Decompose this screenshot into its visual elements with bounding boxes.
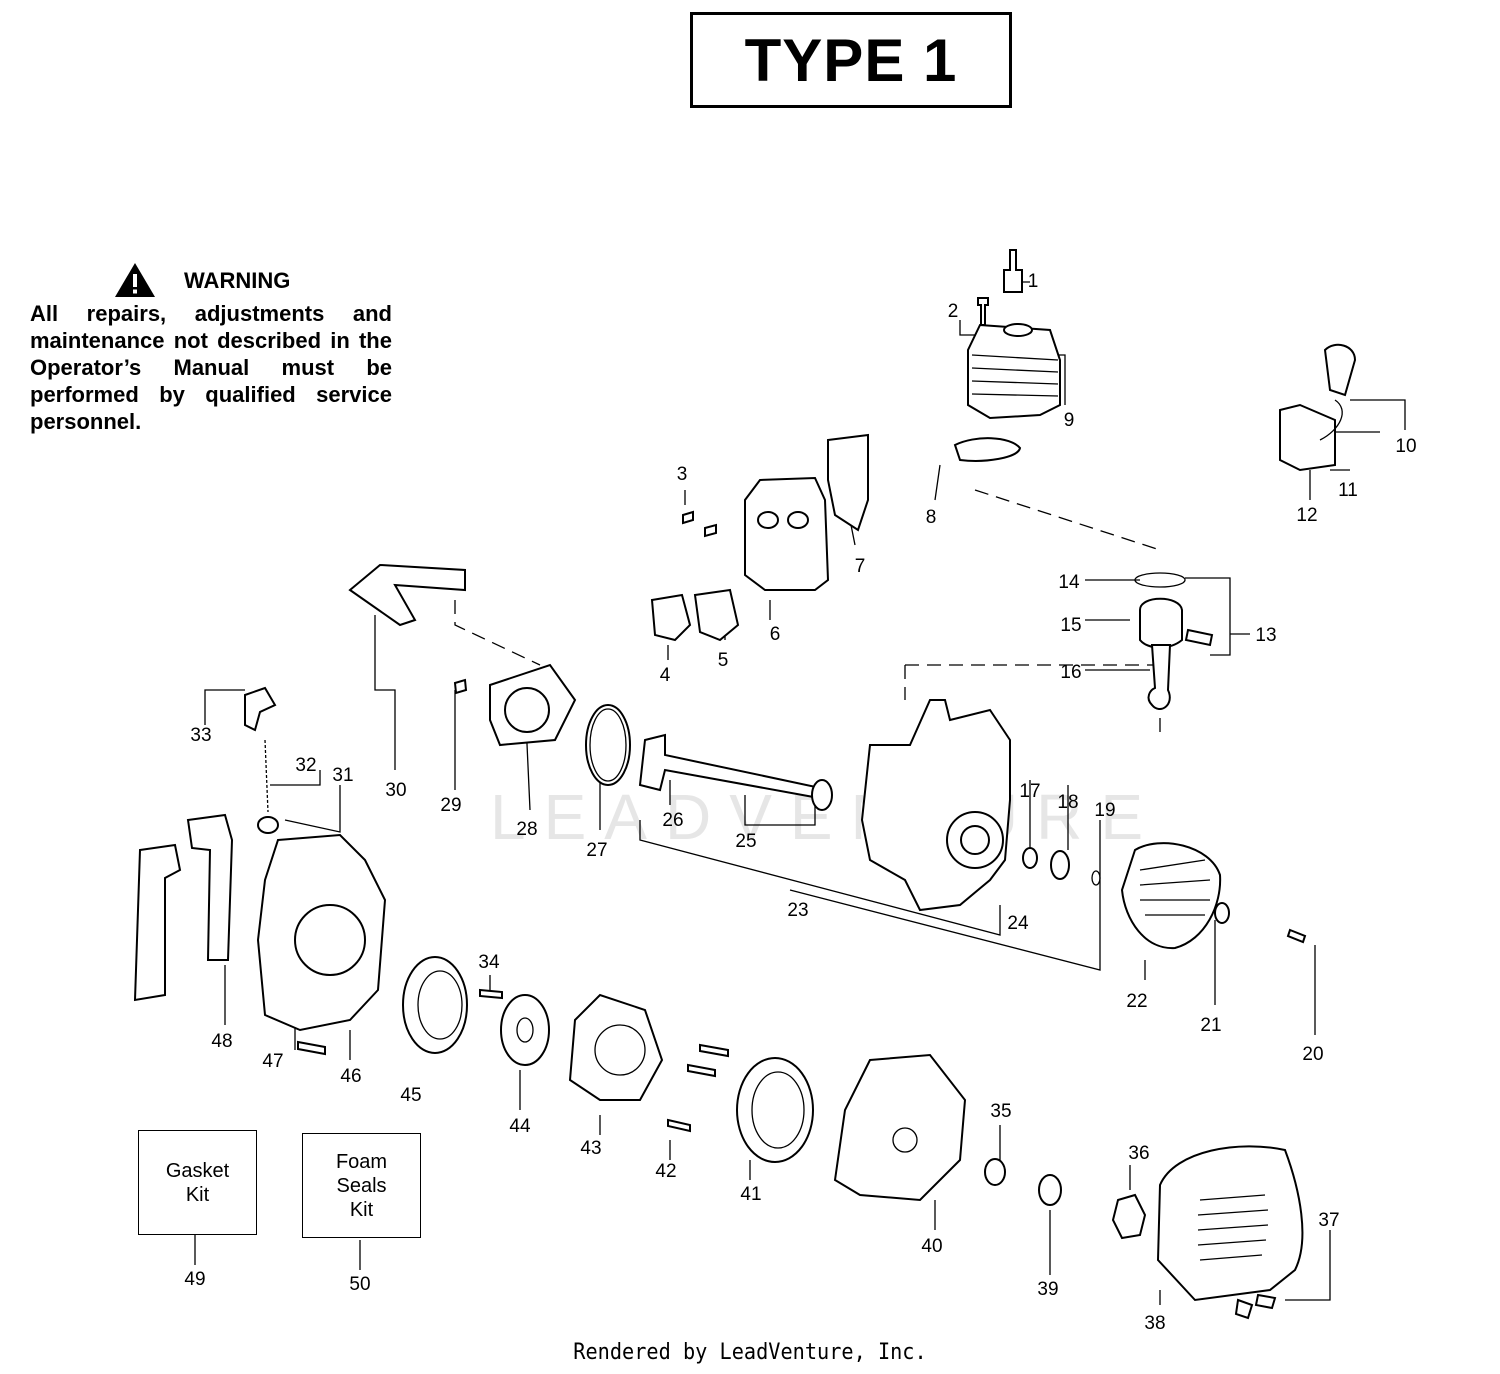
callout-43: 43 <box>580 1138 601 1159</box>
callout-10: 10 <box>1395 436 1416 457</box>
leader-lines <box>194 281 1406 1305</box>
callout-12: 12 <box>1296 505 1317 526</box>
callout-11: 11 <box>1338 480 1358 501</box>
callout-28: 28 <box>516 819 537 840</box>
callout-29: 29 <box>440 795 461 816</box>
cylinder-gasket-part <box>953 437 1022 462</box>
flywheel-part <box>1120 842 1222 950</box>
starter-pulley-part <box>402 956 468 1054</box>
callout-40: 40 <box>921 1236 942 1257</box>
warning-heading: WARNING <box>184 267 291 293</box>
piston-part <box>1139 597 1183 649</box>
seal-part <box>1050 850 1070 880</box>
callout-6: 6 <box>770 624 781 645</box>
callout-47: 47 <box>262 1051 283 1072</box>
callout-3: 3 <box>677 464 688 485</box>
part-shapes <box>133 249 1357 1320</box>
gasket-kit-box: Gasket Kit <box>138 1130 257 1235</box>
warning-block: WARNING All repairs, adjustments and mai… <box>30 262 392 435</box>
kit-number-0: 49 <box>184 1269 205 1290</box>
callout-17: 17 <box>1019 781 1040 802</box>
warning-text: All repairs, adjustments and maintenance… <box>30 301 392 434</box>
washer-part <box>500 994 550 1066</box>
callout-30: 30 <box>385 780 406 801</box>
callout-26: 26 <box>662 810 683 831</box>
callout-44: 44 <box>509 1116 531 1137</box>
callout-33: 33 <box>190 725 211 746</box>
o-ring-part <box>585 704 631 786</box>
callout-38: 38 <box>1144 1313 1165 1334</box>
callout-39: 39 <box>1037 1279 1058 1300</box>
callout-2: 2 <box>948 301 959 322</box>
callout-41: 41 <box>740 1184 761 1205</box>
callout-35: 35 <box>990 1101 1011 1122</box>
callout-18: 18 <box>1057 792 1078 813</box>
ignition-coil-part <box>1279 403 1336 472</box>
intake-cover-part <box>1156 1145 1304 1302</box>
kit-number-1: 50 <box>349 1274 370 1295</box>
foam-seals-kit-box: Foam Seals Kit <box>302 1133 421 1238</box>
callout-27: 27 <box>586 840 607 861</box>
connecting-rod-part <box>1147 644 1172 710</box>
callout-9: 9 <box>1064 410 1075 431</box>
callout-22: 22 <box>1126 991 1147 1012</box>
impeller-part <box>833 1053 967 1202</box>
callout-37: 37 <box>1318 1210 1339 1231</box>
crankcase-part <box>860 699 1011 912</box>
page-title: TYPE 1 <box>690 12 1012 108</box>
callout-31: 31 <box>332 765 353 786</box>
callout-46: 46 <box>340 1066 361 1087</box>
callout-5: 5 <box>718 650 729 671</box>
muffler-gasket-part <box>693 588 740 642</box>
crankshaft-seal-part <box>811 779 833 811</box>
bearing-part <box>1022 847 1038 869</box>
callout-34: 34 <box>478 952 500 973</box>
callout-7: 7 <box>855 556 866 577</box>
callout-23: 23 <box>787 900 808 921</box>
callout-36: 36 <box>1128 1143 1149 1164</box>
callout-24: 24 <box>1007 913 1029 934</box>
fan-cover-part <box>736 1057 814 1163</box>
foam-seal-part <box>133 843 182 1002</box>
callout-14: 14 <box>1058 572 1080 593</box>
callout-4: 4 <box>660 665 671 686</box>
callout-32: 32 <box>295 755 316 776</box>
callout-19: 19 <box>1094 800 1115 821</box>
crankshaft-part <box>638 733 831 802</box>
callout-45: 45 <box>400 1085 421 1106</box>
bushing-part <box>1111 1193 1147 1240</box>
callout-15: 15 <box>1060 615 1081 636</box>
heat-shield-part <box>827 433 869 532</box>
callout-42: 42 <box>655 1161 676 1182</box>
callout-13: 13 <box>1255 625 1276 646</box>
footer-credit: Rendered by LeadVenture, Inc. <box>573 1340 927 1365</box>
callout-8: 8 <box>926 507 937 528</box>
callout-20: 20 <box>1302 1044 1323 1065</box>
lock-washer-part <box>1038 1174 1062 1206</box>
warning-triangle-icon <box>115 263 155 297</box>
starter-handle-part <box>244 686 277 732</box>
nut-part <box>984 1158 1006 1186</box>
callout-1: 1 <box>1028 271 1039 292</box>
callout-16: 16 <box>1060 662 1081 683</box>
warning-header: WARNING <box>114 262 392 298</box>
cylinder-bolt-part <box>977 297 989 326</box>
spring-housing-part <box>568 993 664 1101</box>
exhaust-plate-part <box>650 593 692 642</box>
piston-ring-part <box>1134 572 1186 588</box>
air-filter-foam-part <box>348 563 466 627</box>
callout-21: 21 <box>1200 1015 1221 1036</box>
callout-48: 48 <box>211 1031 232 1052</box>
spark-plug-part <box>1003 249 1023 293</box>
callout-25: 25 <box>735 831 756 852</box>
muffler-part <box>744 476 830 591</box>
